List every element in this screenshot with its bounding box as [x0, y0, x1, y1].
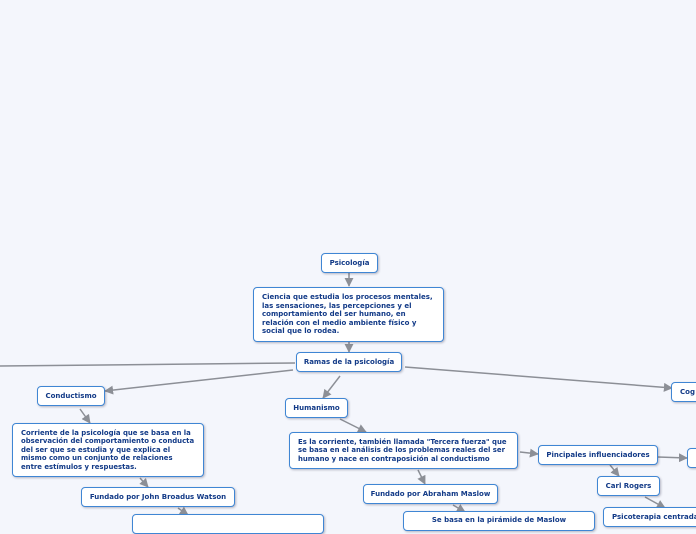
node-psicologia[interactable]: Psicología	[321, 253, 378, 273]
node-humanismo-definicion[interactable]: Es la corriente, también llamada "Tercer…	[289, 432, 518, 469]
node-carl-rogers[interactable]: Carl Rogers	[597, 476, 660, 496]
node-watson-child[interactable]	[132, 514, 324, 534]
node-ramas-psicologia[interactable]: Ramas de la psicología	[296, 352, 402, 372]
node-conductismo[interactable]: Conductismo	[37, 386, 105, 406]
node-fundado-maslow[interactable]: Fundado por Abraham Maslow	[363, 484, 498, 504]
node-principales-influenciadores[interactable]: Pincipales influenciadores	[538, 445, 658, 465]
edge-conductismo-def	[79, 408, 91, 424]
edge-humanismo-maslow	[417, 469, 426, 485]
edge-influenciadores-rogers	[609, 464, 620, 477]
edge-conductismo-watson	[139, 477, 149, 488]
node-influenciador-next[interactable]	[687, 448, 696, 468]
edge-rogers-psicoterapia	[644, 496, 666, 509]
node-cognitivismo[interactable]: Cog	[671, 382, 696, 402]
edge-ramas-conductismo	[104, 369, 294, 395]
node-conductismo-definicion[interactable]: Corriente de la psicología que se basa e…	[12, 423, 204, 477]
edge-watson-child	[177, 506, 189, 516]
edge-maslow-child	[452, 504, 466, 513]
node-psicologia-definicion[interactable]: Ciencia que estudia los procesos mentale…	[253, 287, 444, 342]
node-humanismo[interactable]: Humanismo	[285, 398, 348, 418]
node-psicoterapia-centrada[interactable]: Psicoterapia centrada	[603, 507, 696, 527]
edge-influenciadores-next	[657, 453, 688, 463]
edge-ramas-offscreen-left	[0, 362, 296, 367]
edge-humanismo-influenciadores	[519, 448, 539, 458]
edge-humanismo-def	[339, 418, 367, 433]
edge-ramas-humanismo	[322, 375, 341, 399]
node-maslow-child[interactable]: Se basa en la pirámide de Maslow	[403, 511, 595, 531]
mind-map-canvas: Psicología Ciencia que estudia los proce…	[0, 253, 696, 534]
connector-layer	[0, 273, 688, 516]
edge-ramas-cognitivismo	[404, 366, 673, 392]
node-fundado-watson[interactable]: Fundado por John Broadus Watson	[81, 487, 235, 507]
